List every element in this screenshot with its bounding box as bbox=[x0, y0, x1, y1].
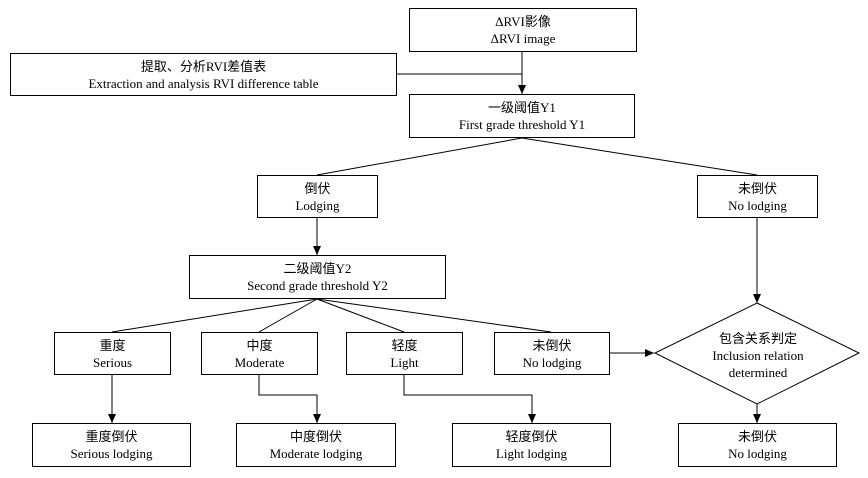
node-moderate-lodging-en: Moderate lodging bbox=[269, 446, 363, 461]
node-extraction-en: Extraction and analysis RVI difference t… bbox=[88, 75, 319, 91]
line-threshold1-to-no-lodging bbox=[521, 137, 758, 176]
node-light-lodging-en: Light lodging bbox=[495, 446, 568, 461]
node-inclusion-zh: 包含关系判定 bbox=[718, 330, 797, 346]
node-light: 轻度 Light bbox=[346, 332, 463, 375]
node-moderate-zh: 中度 bbox=[246, 337, 273, 353]
node-inclusion-en2: determined bbox=[728, 364, 788, 380]
line-threshold2-to-moderate bbox=[258, 298, 318, 333]
node-inclusion-en1: Inclusion relation bbox=[712, 347, 804, 363]
node-light-lodging: 轻度倒伏 Light lodging bbox=[452, 423, 611, 467]
node-moderate-en: Moderate bbox=[234, 354, 285, 370]
node-extraction: 提取、分析RVI差值表 Extraction and analysis RVI … bbox=[10, 53, 397, 96]
arrow-moderate-to-result bbox=[258, 375, 321, 423]
node-moderate: 中度 Moderate bbox=[201, 332, 318, 375]
node-rvi-image-en: ΔRVI image bbox=[490, 31, 556, 46]
node-no-lodging-mid-zh: 未倒伏 bbox=[532, 337, 572, 353]
node-moderate-lodging: 中度倒伏 Moderate lodging bbox=[236, 423, 396, 467]
node-serious: 重度 Serious bbox=[54, 332, 171, 375]
inclusion-diamond bbox=[653, 302, 861, 405]
node-serious-en: Serious bbox=[93, 354, 132, 370]
node-threshold2-zh: 二级阈值Y2 bbox=[283, 261, 352, 276]
node-threshold1-zh: 一级阈值Y1 bbox=[488, 100, 556, 115]
node-lodging-en: Lodging bbox=[295, 197, 340, 213]
node-threshold1: 一级阈值Y1 First grade threshold Y1 bbox=[409, 94, 635, 138]
node-no-lodging-mid-en: No lodging bbox=[522, 354, 582, 370]
line-threshold2-to-light bbox=[316, 298, 405, 333]
node-inclusion: 包含关系判定 Inclusion relation determined bbox=[672, 328, 844, 382]
node-no-lodging-top-en: No lodging bbox=[728, 197, 787, 213]
node-no-lodging-top: 未倒伏 No lodging bbox=[697, 175, 818, 218]
node-threshold2-en: Second grade threshold Y2 bbox=[247, 278, 388, 293]
node-lodging-zh: 倒伏 bbox=[304, 180, 331, 196]
node-light-zh: 轻度 bbox=[391, 337, 418, 353]
line-threshold1-to-lodging bbox=[316, 137, 523, 176]
arrow-light-to-result bbox=[403, 375, 536, 423]
node-no-lodging-top-zh: 未倒伏 bbox=[737, 180, 777, 196]
node-lodging: 倒伏 Lodging bbox=[257, 175, 378, 218]
node-no-lodging-mid: 未倒伏 No lodging bbox=[494, 332, 610, 375]
node-no-lodging-final-zh: 未倒伏 bbox=[737, 429, 777, 444]
node-rvi-image-zh: ΔRVI影像 bbox=[495, 14, 551, 29]
node-threshold2: 二级阈值Y2 Second grade threshold Y2 bbox=[189, 255, 446, 299]
node-no-lodging-final: 未倒伏 No lodging bbox=[678, 423, 837, 467]
line-threshold2-to-no-lodging bbox=[316, 298, 552, 333]
node-serious-lodging-zh: 重度倒伏 bbox=[85, 429, 138, 444]
node-light-lodging-zh: 轻度倒伏 bbox=[505, 429, 558, 444]
line-threshold2-to-serious bbox=[111, 298, 318, 333]
node-serious-lodging-en: Serious lodging bbox=[70, 446, 153, 461]
node-moderate-lodging-zh: 中度倒伏 bbox=[289, 429, 342, 444]
node-extraction-zh: 提取、分析RVI差值表 bbox=[140, 58, 267, 74]
node-light-en: Light bbox=[390, 354, 419, 370]
node-serious-zh: 重度 bbox=[99, 337, 126, 353]
node-threshold1-en: First grade threshold Y1 bbox=[458, 117, 586, 132]
node-serious-lodging: 重度倒伏 Serious lodging bbox=[32, 423, 191, 467]
node-no-lodging-final-en: No lodging bbox=[728, 446, 787, 461]
node-rvi-image: ΔRVI影像 ΔRVI image bbox=[409, 8, 637, 52]
